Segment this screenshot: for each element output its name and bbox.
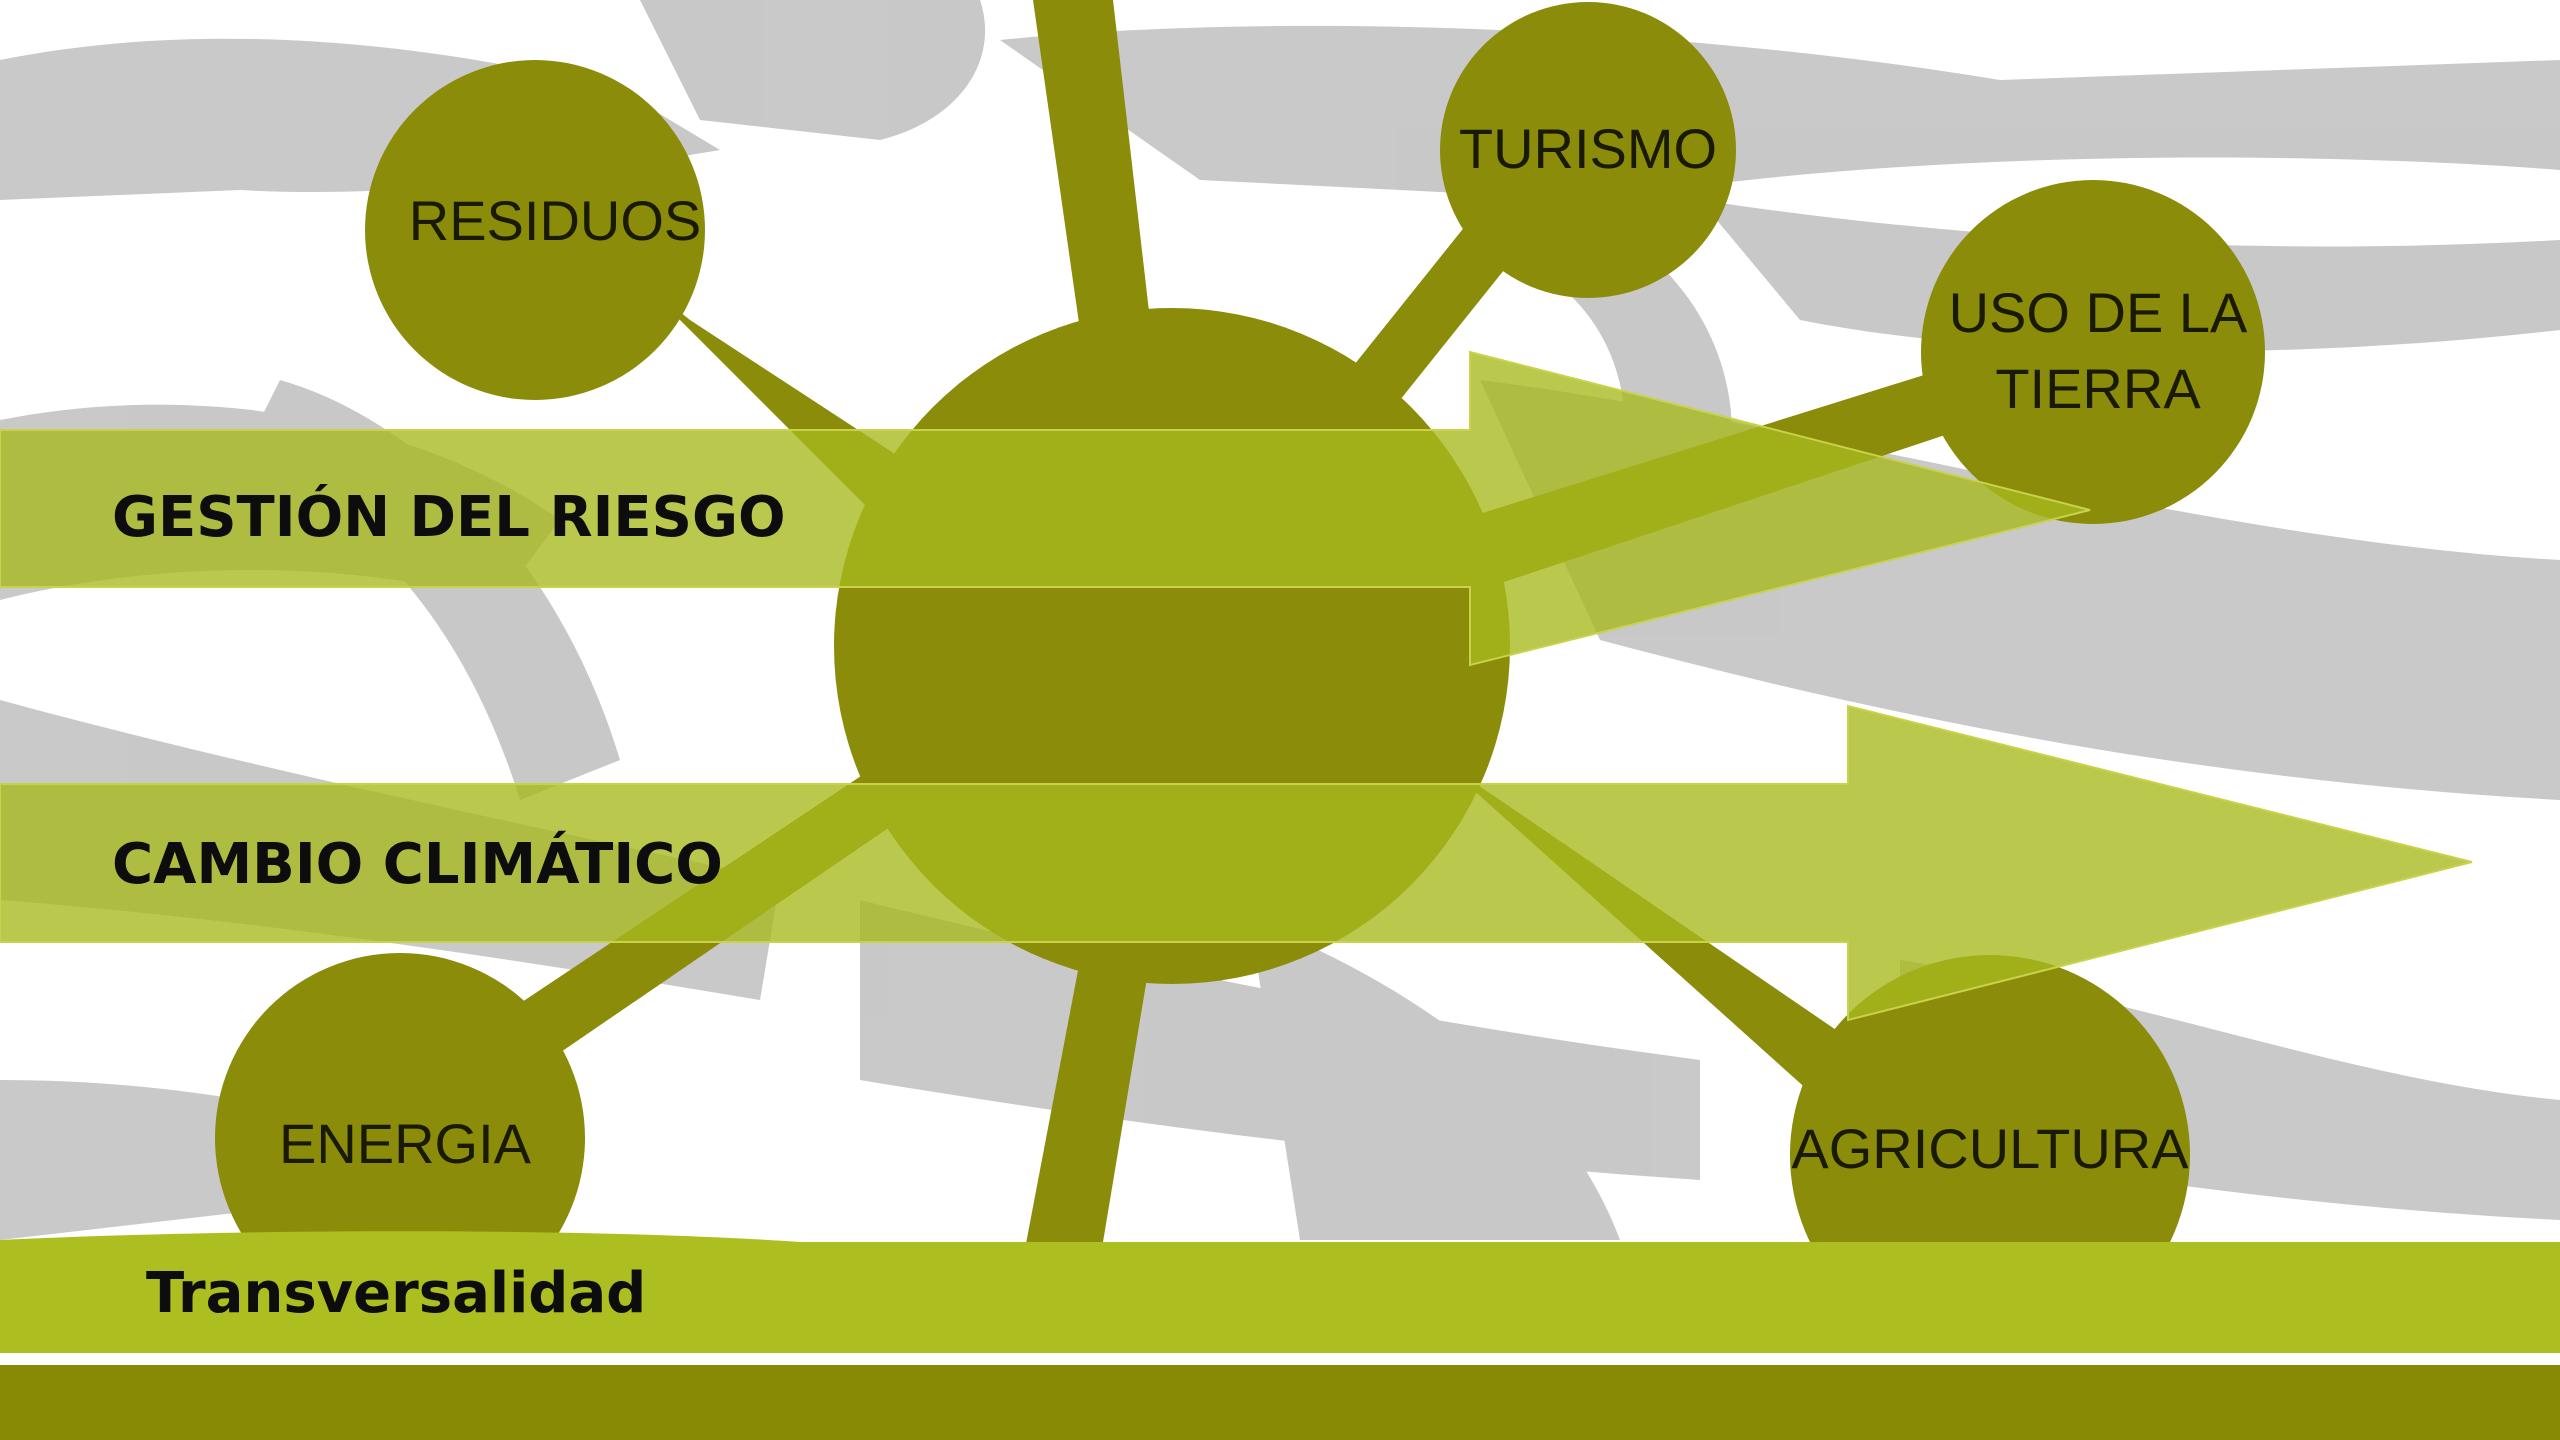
footer-divider <box>0 1353 2560 1365</box>
node-uso-tierra: USO DE LA TIERRA <box>1921 180 2265 524</box>
node-uso-tierra-label-line1: USO DE LA <box>1949 281 2248 344</box>
node-residuos: RESIDUOS <box>365 60 705 400</box>
arrow-gestion-riesgo-label: GESTIÓN DEL RIESGO <box>112 485 786 550</box>
node-agricultura-label: AGRICULTURA <box>1791 1117 2189 1180</box>
spoke-top <box>1033 0 1150 330</box>
node-uso-tierra-label-line2: TIERRA <box>1995 357 2201 420</box>
arrow-gestion-riesgo: GESTIÓN DEL RIESGO <box>0 350 2091 667</box>
arrow-cambio-climatico-label: CAMBIO CLIMÁTICO <box>112 832 723 897</box>
node-energia: ENERGIA <box>215 953 585 1323</box>
band-transversalidad: Transversalidad <box>0 1231 2560 1353</box>
node-turismo-label: TURISMO <box>1459 117 1717 180</box>
node-turismo: TURISMO <box>1440 2 1736 298</box>
band-transversalidad-label: Transversalidad <box>146 1261 646 1326</box>
footer-bar <box>0 1365 2560 1440</box>
node-energia-label: ENERGIA <box>279 1112 532 1175</box>
arrow-cambio-climatico: CAMBIO CLIMÁTICO <box>0 704 2473 1022</box>
node-residuos-label: RESIDUOS <box>409 189 702 252</box>
